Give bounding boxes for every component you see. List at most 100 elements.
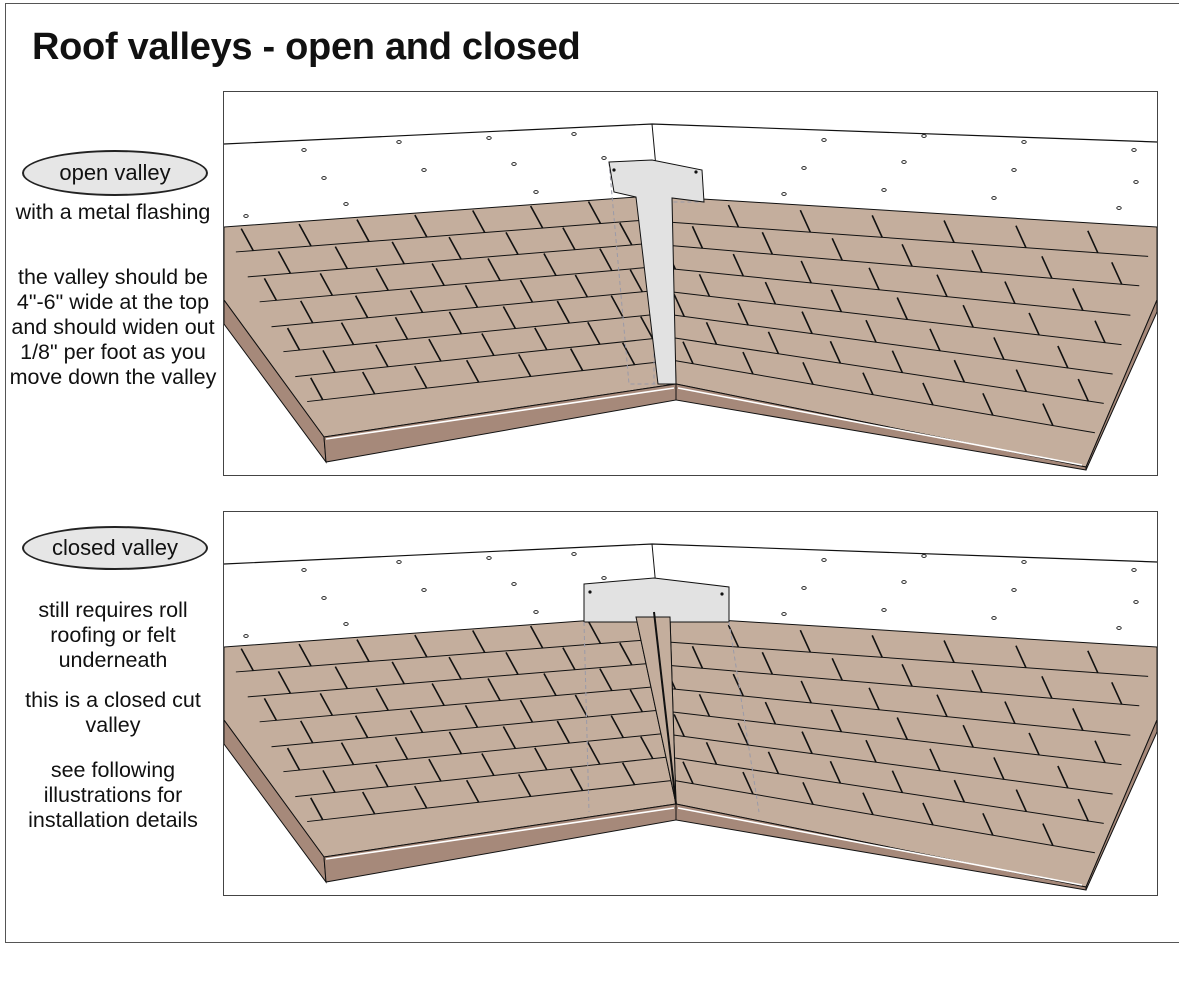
nail <box>301 568 307 572</box>
shingle-slot <box>1057 765 1069 789</box>
shingle-slot <box>1015 225 1027 248</box>
shingle-slot <box>431 263 445 286</box>
nail <box>881 608 887 612</box>
closed-valley-label: closed valley <box>22 526 208 570</box>
nail <box>781 612 787 616</box>
nail <box>243 214 249 218</box>
shingle-slot <box>361 791 376 815</box>
shingle-course-left <box>271 710 657 748</box>
closed-valley-note-cut: this is a closed cut valley <box>25 688 201 737</box>
shingle-slot <box>391 241 405 265</box>
nail <box>901 580 907 584</box>
shingle-slot <box>682 761 694 785</box>
shingle-slot <box>871 215 883 238</box>
shingle-slot <box>487 258 501 281</box>
shingle-slot <box>574 274 589 298</box>
open-valley-label-text: open valley <box>59 160 171 185</box>
shingle-slot <box>428 758 442 782</box>
nail <box>571 552 577 556</box>
shingle-slot <box>896 717 908 740</box>
shingle-slot <box>502 306 517 329</box>
shingle-slot <box>428 338 442 362</box>
shingle-slot <box>298 223 312 247</box>
shingle-slot <box>472 210 486 233</box>
flashing-nail <box>694 170 698 174</box>
shingle-slot <box>340 742 355 766</box>
shingle-slot <box>1004 701 1016 724</box>
shingle-slot <box>698 693 711 717</box>
shingle-slot <box>277 670 292 694</box>
shingle-slot <box>673 294 685 317</box>
shingle-slot <box>286 747 301 771</box>
valley-underlayment <box>583 577 730 623</box>
shingle-slot <box>982 812 994 836</box>
shingle-slot <box>629 689 643 713</box>
shingle-slot <box>519 279 534 303</box>
left-drip-edge <box>325 807 675 860</box>
nail <box>486 556 492 560</box>
shingle-slot <box>829 760 842 784</box>
shingle-slot <box>761 231 774 255</box>
shingle-slot <box>464 284 479 308</box>
closed-valley-note-see-following: see following illustrations for installa… <box>28 758 198 832</box>
shingle-slot <box>299 300 314 324</box>
shingle-slot <box>971 249 983 273</box>
nail <box>1116 626 1122 630</box>
shingle-slot <box>640 736 654 760</box>
shingle-course-left <box>259 266 652 303</box>
shingle-slot <box>830 709 843 733</box>
shingle-slot <box>319 692 334 716</box>
shingle-course-right <box>659 290 1122 346</box>
shingle-slot <box>1041 675 1053 699</box>
shingle-slot <box>1004 281 1016 304</box>
shingle-slot <box>767 331 780 355</box>
shingle-course-right <box>664 313 1113 375</box>
shingle-slot <box>865 739 877 763</box>
shingle-course-right <box>654 266 1131 316</box>
nail <box>881 188 887 192</box>
shingle-course-left <box>235 639 642 673</box>
shingle-slot <box>464 704 479 728</box>
shingle-slot <box>1077 378 1089 402</box>
shingle-slot <box>556 720 570 744</box>
shingle-slot <box>448 236 462 260</box>
shingle-slot <box>543 253 557 276</box>
shingle-slot <box>943 220 955 243</box>
shingle-slot <box>448 311 463 335</box>
nail <box>1133 600 1139 604</box>
roof-ridge-line <box>224 123 1157 145</box>
shingle-slot <box>569 348 584 371</box>
shingle-slot <box>619 222 633 246</box>
nail <box>343 622 349 626</box>
shingle-slot <box>705 742 718 765</box>
shingle-course-right <box>674 360 1095 434</box>
shingle-slot <box>962 304 974 328</box>
shingle-slot <box>732 673 745 697</box>
shingle-slot <box>698 273 711 297</box>
shingle-slot <box>310 377 324 401</box>
open-valley-label: open valley <box>22 150 208 196</box>
shingle-slot <box>356 639 370 662</box>
sheathing-nails <box>243 132 1139 218</box>
shingle-slot <box>1094 740 1106 763</box>
nail <box>1133 180 1139 184</box>
shingle-course-right <box>654 686 1131 736</box>
shingle-slot <box>799 629 812 653</box>
shingle-slot <box>621 762 636 786</box>
shingle-slot <box>1015 369 1028 392</box>
shingle-slot <box>587 621 602 644</box>
closed-valley-cut-shingles <box>635 616 677 805</box>
shingle-slot <box>764 281 777 305</box>
shingle-course-left <box>271 290 657 328</box>
shingle-slot <box>619 642 633 666</box>
shingle-slot <box>1028 732 1040 756</box>
shingle-slot <box>1057 345 1069 369</box>
nail <box>421 588 427 592</box>
shingle-slot <box>691 645 704 669</box>
nail <box>601 576 607 580</box>
shingle-slot <box>574 694 589 718</box>
nail <box>821 558 827 562</box>
shingle-slot <box>375 344 389 368</box>
flashing-nail <box>612 168 616 172</box>
nail <box>991 616 997 620</box>
